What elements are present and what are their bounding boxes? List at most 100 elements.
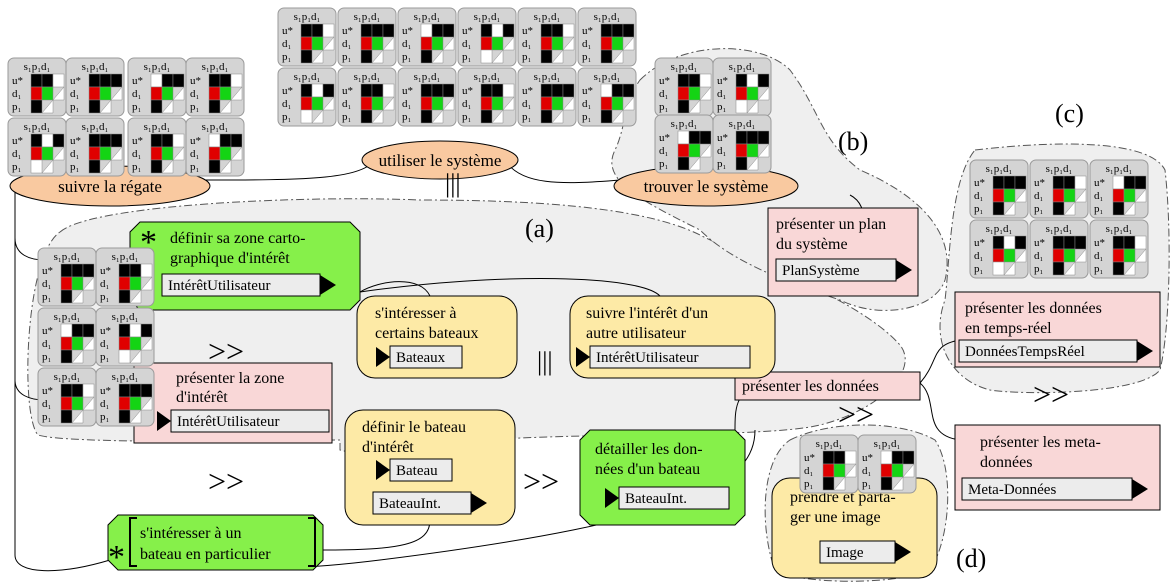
- object-plansysteme: PlanSystème: [775, 258, 912, 282]
- matrix-row-label: p₁: [100, 291, 110, 303]
- object-interet-utilisateur-3: IntérêtUtilisateur: [576, 345, 751, 369]
- temps-reel-line-2: en temps-réel: [965, 320, 1052, 337]
- matrix-row-label: d₁: [659, 88, 669, 100]
- matrix-row-label: d₁: [522, 98, 532, 110]
- matrix-row-label: u*: [190, 135, 201, 147]
- object-donnees-temps-reel-label: DonnéesTempsRéel: [965, 344, 1085, 360]
- matrix-row-label: p₁: [42, 291, 52, 303]
- matrix-row-label: u*: [462, 25, 473, 37]
- matrix-header: s₁p₁d₁: [474, 71, 501, 83]
- object-interet-utilisateur-1: IntérêtUtilisateur: [161, 273, 336, 297]
- matrix-row-label: d₁: [282, 98, 292, 110]
- meta-line-1: présenter les meta-: [980, 434, 1101, 451]
- matrix-header: s₁p₁d₁: [671, 61, 698, 73]
- matrix-row-label: p₁: [12, 161, 22, 173]
- presenter-zone-line-2: d'intérêt: [176, 389, 228, 406]
- matrix-row-label: d₁: [974, 250, 984, 262]
- meta-line-2: données: [980, 454, 1032, 471]
- task-definir-bateau: définir le bateaud'intérêtBateauBateauIn…: [344, 409, 516, 526]
- matrix-header: s₁p₁d₁: [474, 11, 501, 23]
- matrix-row-label: u*: [100, 385, 111, 397]
- definir-zone-line-1: définir sa zone carto-: [170, 230, 305, 247]
- iteration-star-2: *: [108, 539, 125, 576]
- matrix-row-label: u*: [522, 85, 533, 97]
- matrix-row-label: p₁: [70, 161, 80, 173]
- matrix-row-label: d₁: [1034, 250, 1044, 262]
- matrix-row-label: u*: [282, 85, 293, 97]
- matrix-row-label: p₁: [132, 101, 142, 113]
- matrix-row-label: p₁: [1094, 203, 1104, 215]
- definir-bateau-line-1: définir le bateau: [362, 419, 466, 436]
- task-suivre-regate-label: suivre la régate: [58, 177, 162, 196]
- enable-operator-3: >>: [523, 463, 559, 499]
- matrix-row-label: d₁: [582, 98, 592, 110]
- object-bateaux-label: Bateaux: [396, 350, 446, 366]
- object-bateauint-2-label: BateauInt.: [625, 491, 687, 507]
- suivre-interet-line-1: suivre l'intérêt d'un: [586, 305, 708, 322]
- matrix-row-label: p₁: [100, 351, 110, 363]
- matrix-row-label: u*: [582, 85, 593, 97]
- task-detailler: détailler les don-nées d'un bateauBateau…: [579, 429, 746, 526]
- matrix-row-label: p₁: [462, 51, 472, 63]
- matrix-row-label: p₁: [190, 161, 200, 173]
- plan-line-1: présenter un plan: [776, 216, 886, 233]
- matrix-row-label: d₁: [70, 148, 80, 160]
- matrix-row-label: p₁: [132, 161, 142, 173]
- matrix-header: s₁p₁d₁: [112, 311, 139, 323]
- matrix-row-label: u*: [342, 25, 353, 37]
- matrix-row-label: d₁: [717, 145, 727, 157]
- matrix-row-label: u*: [659, 75, 670, 87]
- object-image: Image: [819, 540, 911, 564]
- matrix-row-label: u*: [582, 25, 593, 37]
- matrix-row-label: p₁: [582, 111, 592, 123]
- matrix-row-label: d₁: [402, 38, 412, 50]
- matrix-row-label: u*: [862, 452, 873, 464]
- interesser-un-line-1: s'intéresser à un: [140, 525, 242, 542]
- matrix-header: s₁p₁d₁: [354, 11, 381, 23]
- matrix-row-label: d₁: [42, 278, 52, 290]
- matrix-header: s₁p₁d₁: [144, 121, 171, 133]
- task-utiliser-systeme: utiliser le système: [361, 140, 519, 180]
- matrix-row-label: d₁: [462, 38, 472, 50]
- matrix-header: s₁p₁d₁: [202, 121, 229, 133]
- matrix-row-label: u*: [717, 132, 728, 144]
- matrix-row-label: u*: [717, 75, 728, 87]
- matrix-row-label: u*: [402, 25, 413, 37]
- matrix-row-label: p₁: [974, 203, 984, 215]
- matrix-row-label: d₁: [190, 88, 200, 100]
- matrix-header: s₁p₁d₁: [294, 71, 321, 83]
- matrix-header: s₁p₁d₁: [816, 438, 843, 450]
- matrix-header: s₁p₁d₁: [1106, 223, 1133, 235]
- matrix-header: s₁p₁d₁: [1046, 163, 1073, 175]
- matrix-header: s₁p₁d₁: [534, 71, 561, 83]
- object-meta-donnees: Meta-Données: [961, 477, 1148, 501]
- matrix-row-label: p₁: [717, 158, 727, 170]
- object-bateauint-1-label: BateauInt.: [379, 496, 441, 512]
- matrix-row-label: p₁: [862, 478, 872, 490]
- matrix-row-label: u*: [100, 265, 111, 277]
- matrix-row-label: p₁: [100, 411, 110, 423]
- matrix-row-label: u*: [804, 452, 815, 464]
- matrix-row-label: u*: [12, 75, 23, 87]
- matrix-row-label: u*: [1094, 237, 1105, 249]
- object-interet-utilisateur-1-label: IntérêtUtilisateur: [168, 278, 270, 294]
- object-interet-utilisateur-2: IntérêtUtilisateur: [157, 409, 330, 433]
- matrix-header: s₁p₁d₁: [671, 118, 698, 130]
- group-d-label: (d): [956, 544, 986, 573]
